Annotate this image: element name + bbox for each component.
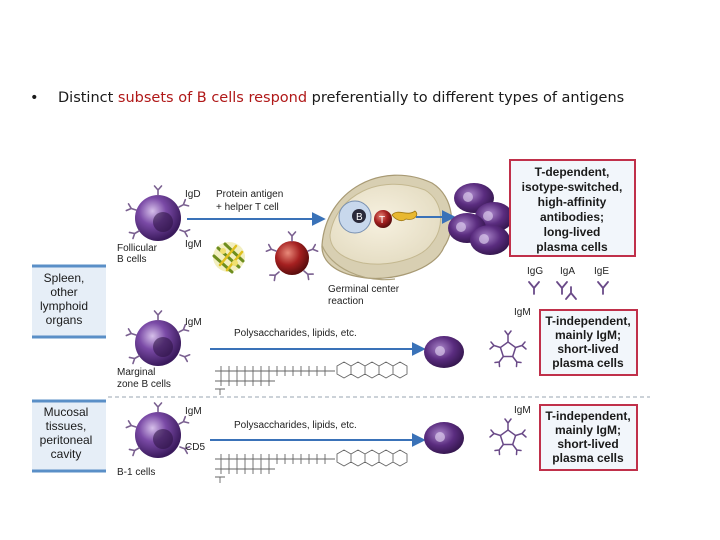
row1-output-line-5: long-lived bbox=[544, 225, 601, 239]
bullet-text: Distinct subsets of B cells respond pref… bbox=[58, 90, 624, 106]
row2-output-line-3: short-lived bbox=[557, 342, 618, 356]
row2-igm-pentamer-icon bbox=[489, 330, 527, 368]
row2-igm-label: IgM bbox=[185, 317, 202, 328]
row2-out-igm-label: IgM bbox=[514, 307, 531, 318]
protein-antigen-icon bbox=[212, 242, 245, 274]
helper-t-cell bbox=[265, 231, 319, 282]
row1-output-box: T-dependent, isotype-switched, high-affi… bbox=[509, 159, 636, 257]
row2-short-lived-plasma-cell bbox=[424, 336, 464, 368]
row1-igd-label: IgD bbox=[185, 189, 201, 200]
mucosal-label-line-2: tissues, bbox=[46, 419, 87, 433]
spleen-label-line-1: Spleen, bbox=[44, 271, 85, 285]
b1-cell bbox=[125, 402, 191, 458]
mucosal-label-line-3: peritoneal bbox=[40, 433, 93, 447]
gc-b-cell-tag: B bbox=[356, 212, 363, 223]
igg-antibody-icon bbox=[528, 281, 540, 295]
spleen-label-line-2: other bbox=[50, 285, 77, 299]
follicular-b-cell bbox=[125, 185, 191, 241]
row2-output-line-4: plasma cells bbox=[552, 356, 624, 370]
row3-output-line-4: plasma cells bbox=[552, 451, 624, 465]
row1-output-line-4: antibodies; bbox=[540, 210, 604, 224]
bullet-text-highlight: subsets of B cells respond bbox=[117, 90, 308, 106]
isotype-ige-label: IgE bbox=[594, 266, 609, 277]
row1-output-line-2: isotype-switched, bbox=[522, 180, 623, 194]
iga-antibody-icon bbox=[556, 281, 577, 300]
row3-output-line-1: T-independent, bbox=[545, 409, 630, 423]
row2-output-box: T-independent, mainly IgM; short-lived p… bbox=[539, 309, 638, 376]
marginal-zone-b-cell bbox=[125, 310, 191, 366]
row1-cell-label-line-1: Follicular bbox=[117, 243, 158, 254]
spleen-label-line-3: lymphoid bbox=[40, 299, 88, 313]
spleen-label-box: Spleen, other lymphoid organs bbox=[32, 264, 106, 339]
row3-polysaccharide-lipid-icon bbox=[215, 449, 408, 483]
bullet-text-prefix: Distinct bbox=[58, 90, 118, 106]
isotype-igg-label: IgG bbox=[527, 266, 543, 277]
row3-cd5-label: CD5 bbox=[185, 442, 205, 453]
row1-gc-label-line-2: reaction bbox=[328, 296, 364, 307]
row2-antigen-label: Polysaccharides, lipids, etc. bbox=[234, 328, 357, 339]
row3-igm-label: IgM bbox=[185, 406, 202, 417]
gc-t-cell-tag: T bbox=[379, 215, 385, 226]
row1-output-line-6: plasma cells bbox=[536, 240, 608, 254]
b-cell-subsets-diagram: Spleen, other lymphoid organs Mucosal ti… bbox=[32, 159, 650, 483]
row1-output-line-1: T-dependent, bbox=[535, 165, 610, 179]
row1-gc-label-line-1: Germinal center bbox=[328, 284, 400, 295]
row3-igm-pentamer-icon bbox=[489, 418, 527, 456]
spleen-label-line-4: organs bbox=[46, 313, 83, 327]
gc-t-cell: T bbox=[374, 210, 392, 228]
row3-output-box: T-independent, mainly IgM; short-lived p… bbox=[539, 404, 638, 471]
bullet-marker: • bbox=[30, 90, 39, 106]
row1-output-line-3: high-affinity bbox=[538, 195, 607, 209]
row1-antigen-line-2: + helper T cell bbox=[216, 202, 279, 213]
bullet-text-suffix: preferentially to different types of ant… bbox=[307, 90, 625, 106]
row2-polysaccharide-lipid-icon bbox=[215, 361, 408, 395]
mucosal-label-line-1: Mucosal bbox=[44, 405, 89, 419]
row3-antigen-label: Polysaccharides, lipids, etc. bbox=[234, 420, 357, 431]
follicular-dendritic-cell bbox=[391, 210, 418, 222]
long-lived-plasma-cells bbox=[448, 183, 513, 255]
germinal-center-icon bbox=[321, 174, 453, 281]
row1-igm-label: IgM bbox=[185, 239, 202, 250]
row3-cell-label: B-1 cells bbox=[117, 467, 155, 478]
mucosal-label-box: Mucosal tissues, peritoneal cavity bbox=[32, 399, 106, 473]
mucosal-label-line-4: cavity bbox=[51, 447, 82, 461]
row2-output-line-1: T-independent, bbox=[545, 314, 630, 328]
row1-antigen-line-1: Protein antigen bbox=[216, 189, 283, 200]
row3-short-lived-plasma-cell bbox=[424, 422, 464, 454]
gc-b-cell: B bbox=[338, 200, 372, 234]
row2-output-line-2: mainly IgM; bbox=[555, 328, 621, 342]
row3-output-line-3: short-lived bbox=[557, 437, 618, 451]
row2-cell-label-line-2: zone B cells bbox=[117, 379, 171, 390]
ige-antibody-icon bbox=[597, 281, 609, 295]
row1-cell-label-line-2: B cells bbox=[117, 254, 146, 265]
row3-output-line-2: mainly IgM; bbox=[555, 423, 621, 437]
isotype-iga-label: IgA bbox=[560, 266, 575, 277]
row2-cell-label-line-1: Marginal bbox=[117, 367, 155, 378]
row3-out-igm-label: IgM bbox=[514, 405, 531, 416]
